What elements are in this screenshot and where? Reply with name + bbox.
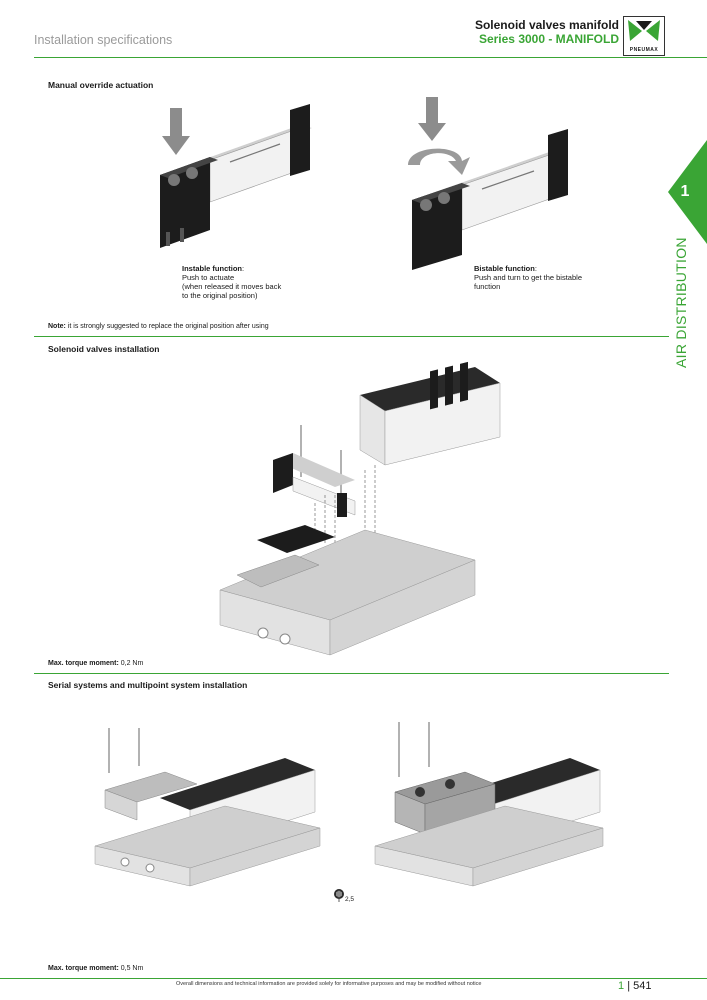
chapter-label: AIR DISTRIBUTION — [673, 237, 689, 368]
instable-caption: Instable function: Push to actuate (when… — [182, 264, 332, 300]
chapter-number: 1 — [680, 183, 690, 200]
chapter-tab — [668, 140, 707, 244]
override-note: Note: it is strongly suggested to replac… — [48, 323, 269, 330]
serial-installation-heading: Serial systems and multipoint system ins… — [48, 680, 248, 690]
note-label: Note: — [48, 323, 66, 330]
bistable-title: Bistable function — [474, 264, 535, 273]
page-separator: | — [627, 980, 631, 992]
page-number: 1 | 541 — [618, 980, 651, 992]
header-rule — [34, 57, 707, 58]
manual-override-heading: Manual override actuation — [48, 80, 154, 90]
page-title: Solenoid valves manifold — [474, 18, 619, 32]
torque-value: 0,5 Nm — [120, 965, 144, 972]
instable-valve-illustration — [160, 104, 312, 248]
bistable-valve-illustration — [408, 97, 568, 270]
instable-line: Push to actuate — [182, 273, 235, 282]
page-value: 541 — [633, 980, 652, 992]
solenoid-torque: Max. torque moment: 0,2 Nm — [48, 660, 143, 667]
hex-key-icon — [334, 889, 344, 902]
solenoid-installation-illustration — [219, 361, 501, 656]
section-rule — [34, 336, 669, 337]
section-rule — [34, 673, 669, 674]
instable-title: Instable function — [182, 264, 242, 273]
page-section-label: Installation specifications — [34, 33, 173, 47]
logo-text: PNEUMAX — [629, 47, 659, 53]
brand-logo: PNEUMAX — [623, 16, 665, 56]
bistable-line: Push and turn to get the bistable — [474, 273, 582, 282]
bistable-line: function — [474, 282, 501, 291]
multipoint-system-illustration — [374, 722, 604, 887]
logo-mark-icon — [628, 20, 660, 41]
footer-rule — [0, 978, 707, 979]
chapter-ref: 1 — [618, 980, 625, 992]
hex-key-size: 2,5 — [345, 896, 355, 903]
instable-line: to the original position) — [182, 291, 258, 300]
torque-value: 0,2 Nm — [120, 660, 144, 667]
footer-disclaimer: Overall dimensions and technical informa… — [176, 981, 482, 987]
bistable-caption: Bistable function: Push and turn to get … — [474, 264, 634, 291]
serial-torque: Max. torque moment: 0,5 Nm — [48, 965, 143, 972]
instable-line: (when released it moves back — [182, 282, 282, 291]
torque-label: Max. torque moment: — [48, 965, 119, 972]
serial-system-illustration — [94, 728, 321, 887]
note-text: it is strongly suggested to replace the … — [67, 323, 269, 330]
solenoid-installation-heading: Solenoid valves installation — [48, 344, 160, 354]
page-subtitle: Series 3000 - MANIFOLD — [478, 32, 619, 46]
torque-label: Max. torque moment: — [48, 660, 119, 667]
